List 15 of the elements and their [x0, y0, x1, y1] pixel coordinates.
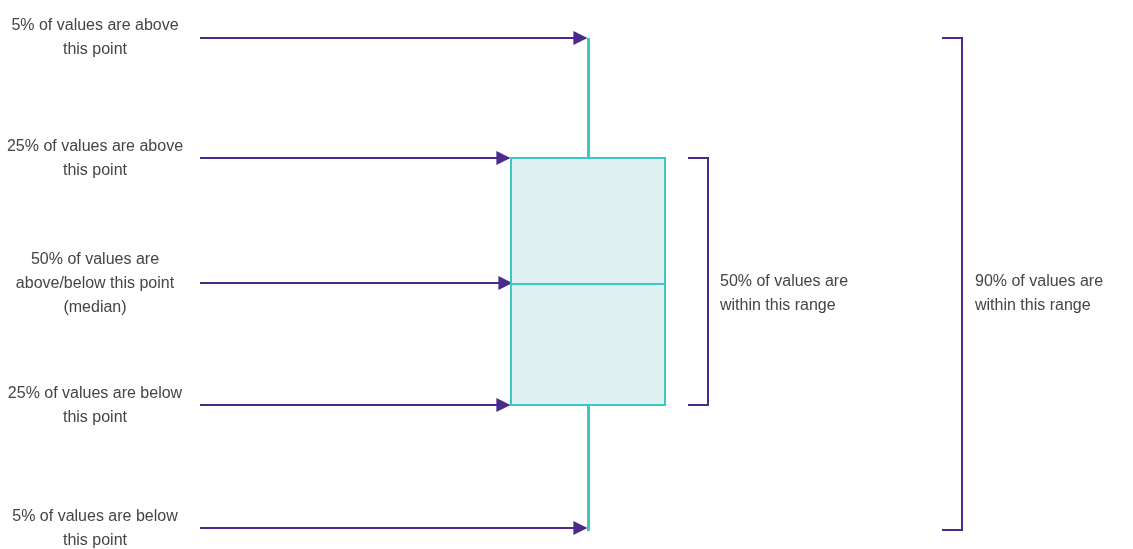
arrow: [199, 151, 511, 165]
arrow: [199, 31, 588, 45]
arrow: [199, 521, 588, 535]
range-label: 90% of values are within this range: [975, 271, 1105, 315]
arrow: [199, 398, 511, 412]
median-line: [512, 283, 664, 285]
annotation-text: 5% of values are below this point: [5, 504, 185, 549]
annotation-text: 50% of values are above/below this point (median): [5, 247, 185, 319]
quartile-box: [510, 157, 666, 406]
annotation-text: 25% of values are below this point: [5, 381, 185, 429]
range-label: 50% of values are within this range: [720, 271, 850, 315]
whisker-line: [587, 405, 590, 531]
whisker-line: [587, 38, 590, 158]
annotation-text: 25% of values are above this point: [5, 134, 185, 182]
annotation-text: 5% of values are above this point: [5, 13, 185, 61]
